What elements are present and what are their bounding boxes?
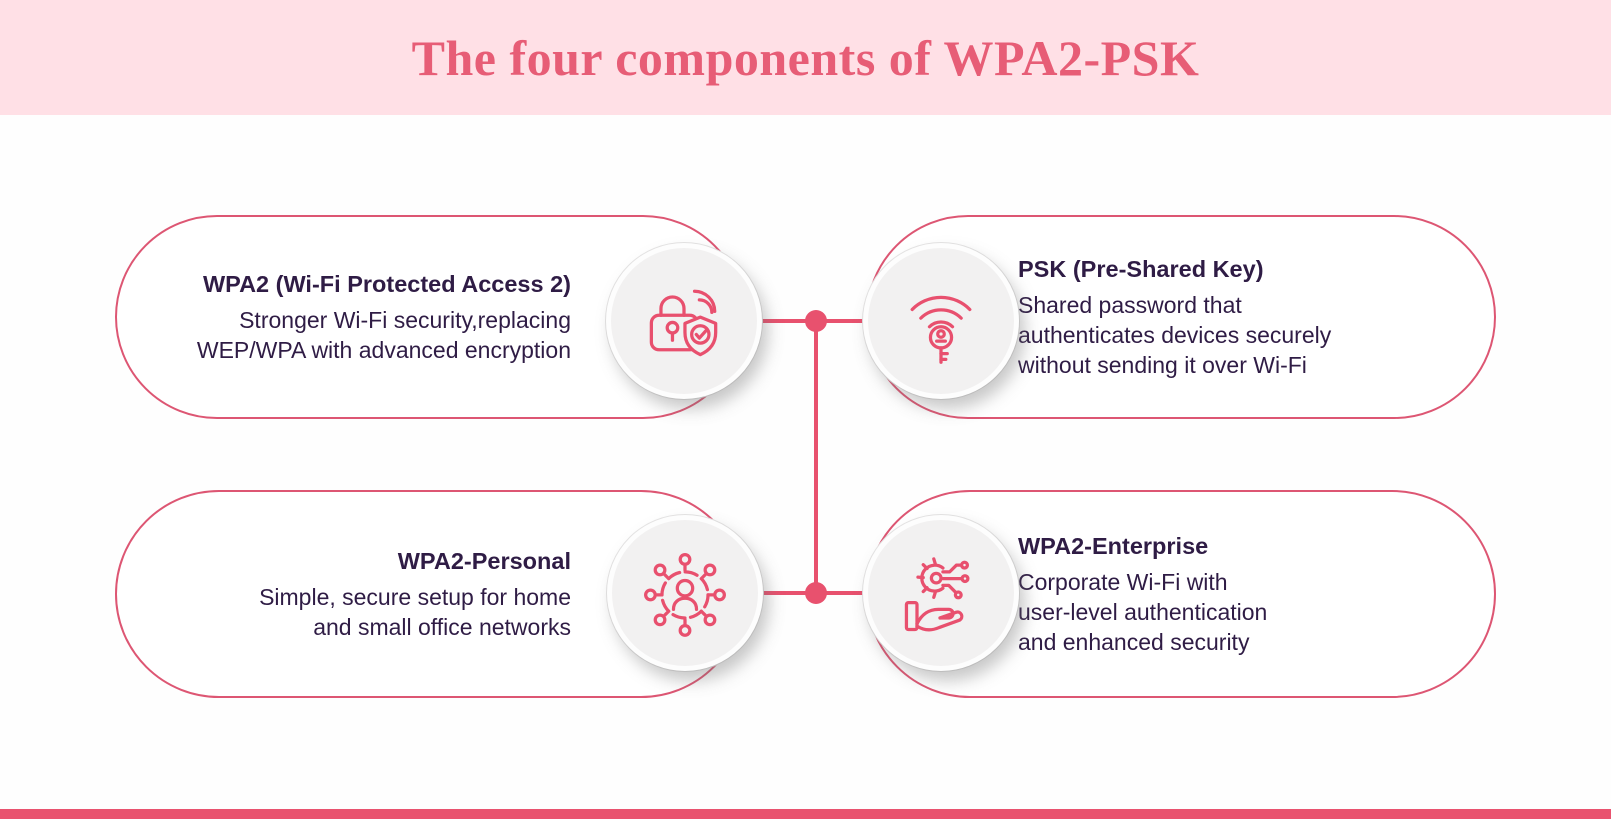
wifi-key-icon bbox=[910, 295, 972, 364]
medallion-wpa2 bbox=[606, 243, 762, 399]
medallion-psk bbox=[863, 243, 1019, 399]
bottom-accent-bar bbox=[0, 809, 1611, 819]
user-network-icon bbox=[644, 552, 726, 637]
card-wpa2-text: WPA2 (Wi-Fi Protected Access 2) Stronger… bbox=[197, 269, 743, 365]
medallion-wpa2-personal bbox=[607, 515, 763, 671]
card-wpa2-enterprise-title: WPA2-Enterprise bbox=[1018, 533, 1209, 559]
card-psk-text: PSK (Pre-Shared Key) Shared password tha… bbox=[868, 254, 1331, 380]
header-banner: The four components of WPA2-PSK bbox=[0, 0, 1611, 115]
card-wpa2-personal-description: Simple, secure setup for home and small … bbox=[259, 584, 571, 640]
card-wpa2-description: Stronger Wi-Fi security,replacing WEP/WP… bbox=[196, 307, 571, 363]
card-psk-description: Shared password that authenticates devic… bbox=[1018, 292, 1332, 378]
card-wpa2-enterprise-description: Corporate Wi-Fi with user-level authenti… bbox=[1018, 569, 1268, 655]
gear-hand-circuit-icon bbox=[904, 557, 970, 632]
card-psk-title: PSK (Pre-Shared Key) bbox=[1018, 256, 1264, 282]
card-wpa2-title: WPA2 (Wi-Fi Protected Access 2) bbox=[202, 271, 571, 297]
connector-node-bottom bbox=[805, 582, 827, 604]
card-wpa2-personal-title: WPA2-Personal bbox=[397, 548, 571, 574]
card-wpa2-personal-text: WPA2-Personal Simple, secure setup for h… bbox=[259, 546, 743, 642]
connector-vertical-line bbox=[814, 321, 818, 593]
medallion-wpa2-enterprise bbox=[863, 515, 1019, 671]
card-wpa2-enterprise-text: WPA2-Enterprise Corporate Wi-Fi with use… bbox=[868, 531, 1267, 657]
connector-node-top bbox=[805, 310, 827, 332]
lock-shield-wifi-icon bbox=[649, 289, 718, 357]
page-title: The four components of WPA2-PSK bbox=[411, 29, 1200, 86]
